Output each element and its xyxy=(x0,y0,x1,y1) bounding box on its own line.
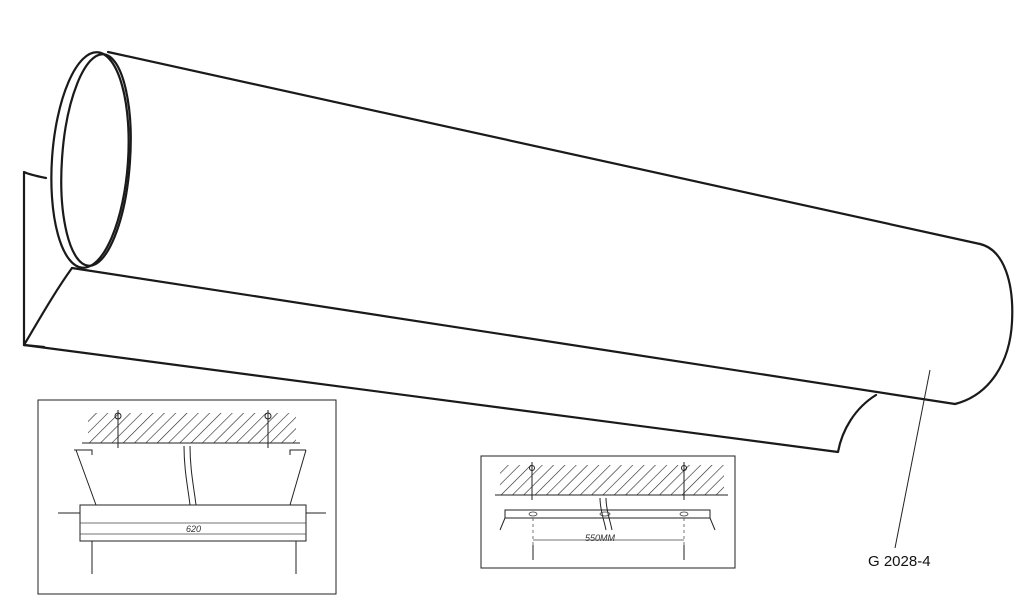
mounting-plate xyxy=(22,170,48,349)
screw-icon xyxy=(114,410,122,448)
left-end-cap xyxy=(50,51,130,269)
wall-lamp-illustration xyxy=(22,50,1014,454)
ceiling-hatch xyxy=(500,465,724,495)
screw-icon xyxy=(264,410,272,448)
ceiling-hatch xyxy=(88,413,296,443)
leader-line xyxy=(894,369,931,549)
model-label: G 2028-4 xyxy=(868,553,931,570)
cylinder-body xyxy=(106,50,982,246)
dimension-label: 550MM xyxy=(585,533,616,543)
screw-icon xyxy=(529,462,535,500)
cable-icon xyxy=(599,497,613,531)
reflector-shell xyxy=(22,343,878,454)
screw-icon xyxy=(681,462,687,500)
installation-detail-left: 620 xyxy=(37,399,337,595)
mounting-bar xyxy=(504,509,711,519)
cable-icon xyxy=(183,445,197,506)
dimension-label: 620 xyxy=(186,524,201,534)
right-end-cap xyxy=(953,242,1014,406)
installation-detail-right: 550MM xyxy=(480,455,736,569)
